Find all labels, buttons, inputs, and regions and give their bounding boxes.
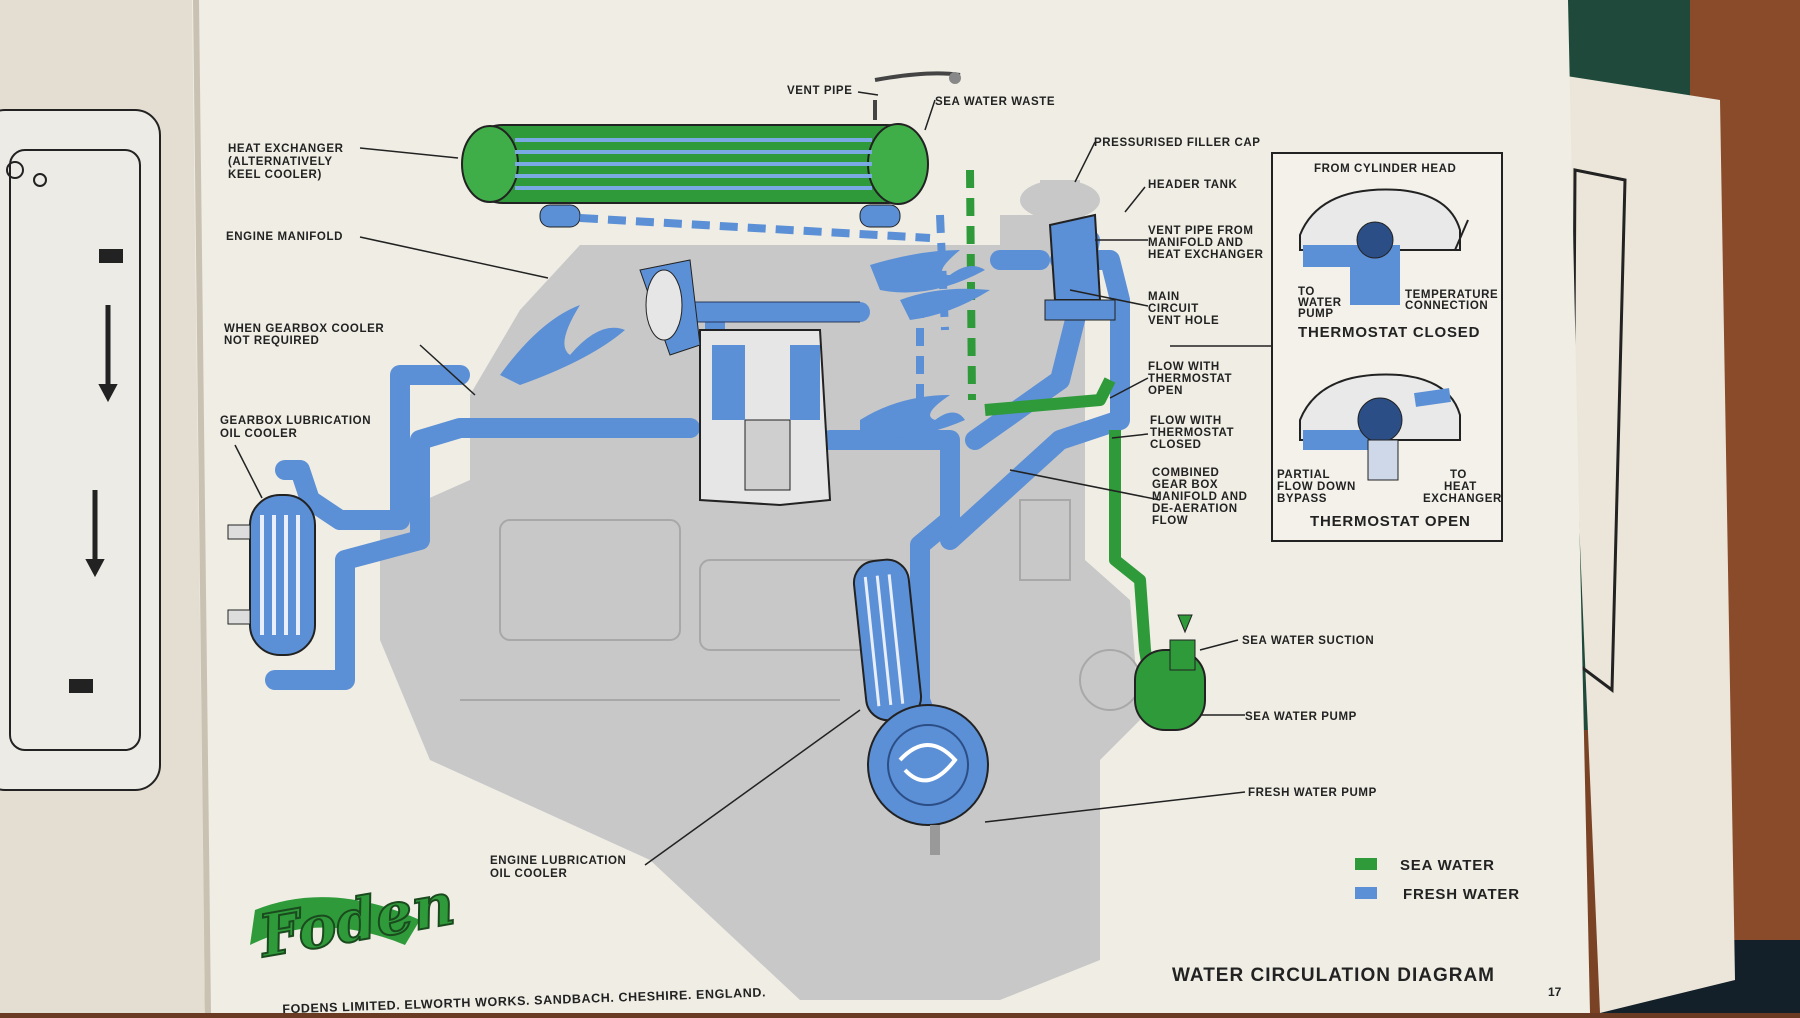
label-main-circuit-line1: MAIN xyxy=(1148,291,1180,303)
thermostat-inset: FROM CYLINDER HEAD TO WATER PUMP TEMPERA… xyxy=(1271,152,1503,542)
label-flow-closed-line1: FLOW WITH xyxy=(1150,415,1222,427)
inset-to-heat-exchanger-line2: HEAT xyxy=(1444,481,1477,493)
engine-detail-lines xyxy=(460,499,1141,711)
cylinder-cutaway xyxy=(639,259,832,507)
vent-pipe-cap xyxy=(949,72,961,84)
label-fresh-water-pump: FRESH WATER PUMP xyxy=(1248,787,1377,799)
inset-thermostat-closed: THERMOSTAT CLOSED xyxy=(1298,324,1480,341)
label-when-gearbox-line2: NOT REQUIRED xyxy=(224,335,319,347)
label-main-circuit-line3: VENT HOLE xyxy=(1148,315,1219,327)
label-heat-exchanger-line3: KEEL COOLER) xyxy=(228,169,322,181)
inset-partial-flow-line2: FLOW DOWN xyxy=(1277,481,1356,493)
flow-wisps xyxy=(500,250,990,440)
legend-fresh-water: FRESH WATER xyxy=(1403,886,1520,903)
label-heat-exchanger-line2: (ALTERNATIVELY xyxy=(228,156,333,168)
label-heat-exchanger-line1: HEAT EXCHANGER xyxy=(228,143,344,155)
page-gutter xyxy=(193,0,211,1014)
inset-to-heat-exchanger-line3: EXCHANGER xyxy=(1423,493,1502,505)
label-engine-lubrication-line2: OIL COOLER xyxy=(490,868,567,880)
label-combined-line1: COMBINED xyxy=(1152,467,1219,479)
legend-sea-water: SEA WATER xyxy=(1400,857,1495,874)
fresh-water-pump xyxy=(867,704,989,855)
label-engine-lubrication-line1: ENGINE LUBRICATION xyxy=(490,855,626,867)
inset-partial-flow-line1: PARTIAL xyxy=(1277,469,1330,481)
label-flow-open-line3: OPEN xyxy=(1148,385,1183,397)
label-header-tank: HEADER TANK xyxy=(1148,179,1238,191)
label-when-gearbox-line1: WHEN GEARBOX COOLER xyxy=(224,323,384,335)
label-vent-pipe-from-line3: HEAT EXCHANGER xyxy=(1148,249,1264,261)
label-sea-water-pump: SEA WATER PUMP xyxy=(1245,711,1357,723)
legend: SEA WATER FRESH WATER xyxy=(1355,857,1520,903)
label-gearbox-lubrication-line2: OIL COOLER xyxy=(220,428,297,440)
loose-sheet xyxy=(1560,75,1735,1013)
inset-partial-flow-line3: BYPASS xyxy=(1277,493,1327,505)
label-pressurised-filler-cap: PRESSURISED FILLER CAP xyxy=(1094,137,1261,149)
label-sea-water-suction: SEA WATER SUCTION xyxy=(1242,635,1374,647)
sea-water-pump xyxy=(1134,614,1206,731)
legend-sea-swatch xyxy=(1355,858,1377,870)
label-combined-line3: MANIFOLD AND xyxy=(1152,491,1248,503)
label-vent-pipe-from-line1: VENT PIPE FROM xyxy=(1148,225,1254,237)
thermostat-open-drawing xyxy=(1299,373,1461,481)
label-flow-closed-line3: CLOSED xyxy=(1150,439,1202,451)
label-gearbox-lubrication-line1: GEARBOX LUBRICATION xyxy=(220,415,371,427)
label-combined-line2: GEAR BOX xyxy=(1152,479,1218,491)
leader-lines xyxy=(234,91,1275,866)
inset-from-cylinder-head: FROM CYLINDER HEAD xyxy=(1314,163,1456,175)
left-page-engine-drawing xyxy=(0,109,161,791)
page-number: 17 xyxy=(1548,985,1562,999)
pipe-outlines xyxy=(690,301,860,323)
label-engine-manifold: ENGINE MANIFOLD xyxy=(226,231,343,243)
inset-temperature-connection-line1: TEMPERATURE xyxy=(1405,289,1498,301)
label-vent-pipe: VENT PIPE xyxy=(787,85,852,97)
callout-labels: VENT PIPE SEA WATER WASTE HEAT EXCHANGER… xyxy=(220,85,1377,880)
inset-temperature-connection-line2: CONNECTION xyxy=(1405,300,1488,312)
label-sea-water-waste: SEA WATER WASTE xyxy=(935,96,1055,108)
inset-to-water-pump-line2: WATER xyxy=(1298,297,1342,309)
inset-to-water-pump-line3: PUMP xyxy=(1298,308,1334,320)
thermostat-closed-drawing xyxy=(1299,188,1469,305)
inset-thermostat-open: THERMOSTAT OPEN xyxy=(1310,513,1471,530)
label-combined-line4: DE-AERATION xyxy=(1152,503,1238,515)
label-flow-open-line1: FLOW WITH xyxy=(1148,361,1220,373)
label-flow-open-line2: THERMOSTAT xyxy=(1148,373,1232,385)
label-flow-closed-line2: THERMOSTAT xyxy=(1150,427,1234,439)
inset-to-heat-exchanger-line1: TO xyxy=(1450,469,1467,481)
header-tank xyxy=(1044,213,1116,321)
page-title: WATER CIRCULATION DIAGRAM xyxy=(1172,965,1495,986)
label-vent-pipe-from-line2: MANIFOLD AND xyxy=(1148,237,1244,249)
label-combined-line5: FLOW xyxy=(1152,515,1188,527)
legend-fresh-swatch xyxy=(1355,887,1377,899)
gearbox-oil-cooler xyxy=(227,494,316,656)
label-main-circuit-line2: CIRCUIT xyxy=(1148,303,1199,315)
heat-exchanger xyxy=(461,123,929,228)
inset-to-water-pump-line1: TO xyxy=(1298,286,1315,298)
